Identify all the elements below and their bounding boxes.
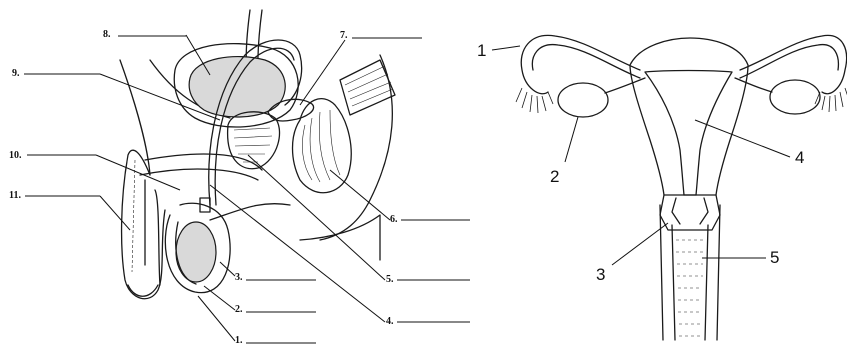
female-reproductive-diagram: 1 2 3 4 5 (477, 35, 847, 340)
female-label-4: 4 (795, 148, 804, 167)
male-label-8: 8. (103, 29, 186, 40)
perineum-outline (300, 215, 380, 260)
female-leader-lines (492, 46, 790, 265)
male-label-1: 1. (235, 335, 316, 346)
male-label-3: 3. (235, 272, 316, 283)
female-label-3: 3 (596, 265, 605, 284)
male-label-6: 6. (390, 214, 470, 225)
cervix (660, 195, 720, 230)
right-fallopian-tube (740, 35, 847, 112)
female-label-1: 1 (477, 41, 486, 60)
left-ovary (558, 83, 608, 117)
female-label-5: 5 (770, 248, 779, 267)
right-ovary (770, 80, 820, 114)
svg-text:6.: 6. (390, 214, 398, 225)
svg-text:10.: 10. (9, 150, 22, 161)
svg-text:4.: 4. (386, 316, 394, 327)
spine-outline (320, 55, 392, 240)
left-ovarian-ligament (605, 78, 645, 93)
female-label-2: 2 (550, 167, 559, 186)
male-label-5: 5. (386, 274, 470, 285)
svg-text:7.: 7. (340, 30, 348, 41)
male-label-4: 4. (386, 316, 470, 327)
right-ovarian-ligament (735, 78, 772, 92)
testis (165, 198, 290, 293)
male-label-9: 9. (12, 68, 100, 79)
uterus (630, 38, 748, 195)
left-fallopian-tube (516, 35, 640, 113)
svg-text:8.: 8. (103, 29, 111, 40)
svg-text:9.: 9. (12, 68, 20, 79)
vagina (660, 205, 720, 340)
male-label-7: 7. (340, 30, 422, 41)
svg-text:1.: 1. (235, 335, 243, 346)
svg-text:11.: 11. (9, 190, 21, 201)
male-label-2: 2. (235, 304, 316, 315)
male-label-11: 11. (9, 190, 100, 201)
male-reproductive-diagram: 8. 9. 10. 11. 7. 6. 5. 4. (9, 10, 470, 346)
rectum (293, 60, 396, 193)
abdominal-wall-outline (120, 60, 150, 175)
svg-text:5.: 5. (386, 274, 394, 285)
bladder (174, 44, 298, 127)
male-label-10: 10. (9, 150, 96, 161)
svg-text:3.: 3. (235, 272, 243, 283)
svg-text:2.: 2. (235, 304, 243, 315)
